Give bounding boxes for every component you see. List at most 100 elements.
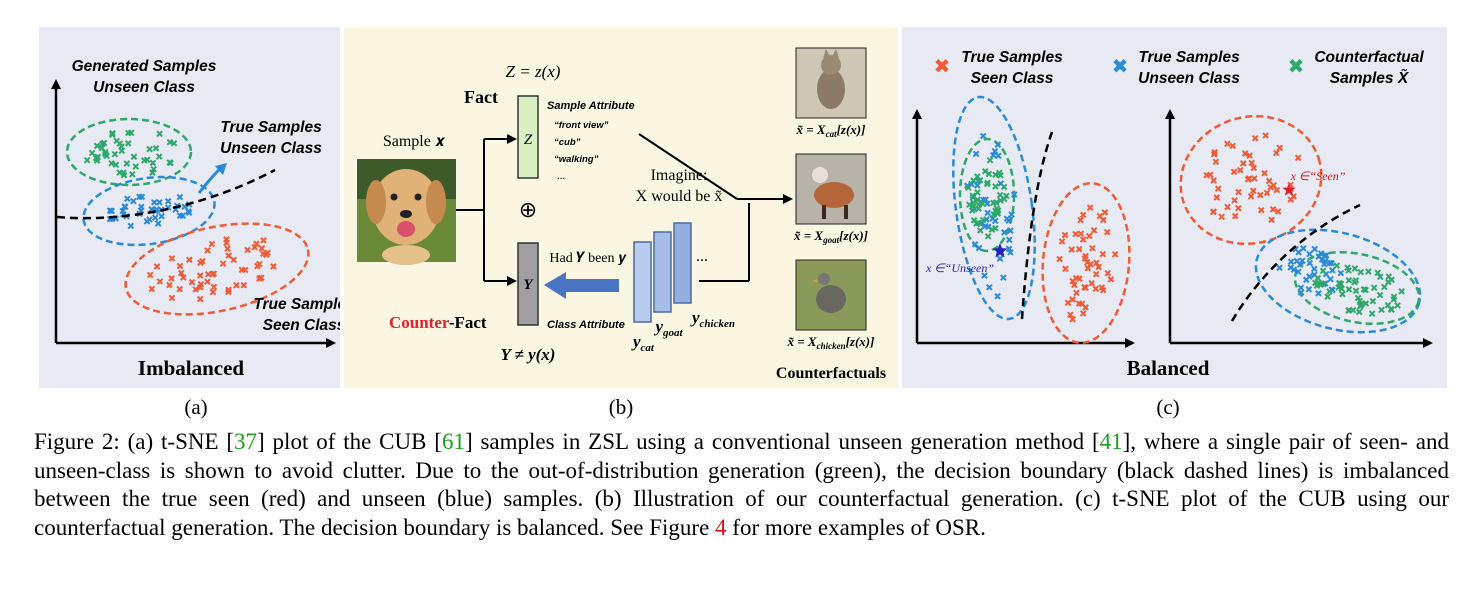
true-unseen-point [1306, 273, 1313, 280]
chicken-equation: x̃ = Xchicken[z(x)] [787, 334, 875, 351]
sublabel-a: (a) [184, 395, 208, 419]
panel-b-diagram: Z = z(x) Fact Sample 𝒙 [344, 27, 898, 388]
true-unseen-point [150, 199, 158, 206]
counterfactual-point [1357, 268, 1365, 276]
true-unseen-point [1010, 191, 1018, 198]
counterfactual-point [1345, 277, 1353, 284]
counterfactual-point [984, 179, 991, 187]
true-seen-point [1073, 289, 1080, 297]
counterfactual-point [974, 196, 981, 203]
true-seen-point [1276, 144, 1284, 152]
oplus-symbol: ⊕ [519, 197, 537, 222]
true-unseen-point [1327, 275, 1334, 283]
true-unseen-point [138, 203, 145, 211]
true-unseen-point [989, 151, 997, 159]
counterfactual-point [990, 199, 997, 207]
true-unseen-point [1296, 261, 1304, 268]
panel-c-plot: ✖ True Samples Seen Class ✖ True Samples… [902, 27, 1447, 388]
true-seen-point [1294, 154, 1302, 162]
legend-unseen-line1: True Samples [1138, 49, 1240, 66]
generated-label-line2: Unseen Class [93, 79, 195, 96]
true-unseen-point [1328, 259, 1335, 267]
true-unseen-point [1311, 245, 1318, 253]
counterfactual-point [981, 167, 989, 175]
true-seen-point [1213, 194, 1221, 201]
counterfactuals-label: Counterfactuals [776, 365, 886, 382]
true-seen-point [177, 269, 185, 277]
citation-37[interactable]: 37 [234, 429, 258, 454]
true-seen-point [1075, 245, 1083, 253]
generated-sample-point [141, 157, 148, 164]
generated-sample-point [111, 150, 119, 158]
true-unseen-point [176, 193, 184, 201]
true-seen-point [244, 246, 251, 254]
had-y-been-label: Had 𝒀 been 𝒚 [549, 251, 627, 266]
true-seen-point [1104, 269, 1112, 277]
x-axis-arrow [326, 338, 336, 348]
true-seen-point [1247, 193, 1255, 200]
true-unseen-point [982, 222, 989, 230]
true-seen-point [1210, 150, 1218, 158]
counterfactual-point [1351, 278, 1358, 286]
generated-sample-point [155, 153, 163, 160]
true-unseen-point [1276, 264, 1283, 272]
true-seen-point [1079, 310, 1087, 317]
true-seen-point [186, 256, 193, 264]
citation-61[interactable]: 61 [441, 429, 465, 454]
true-unseen-point [986, 283, 993, 291]
counterfactual-point [1376, 273, 1384, 281]
true-seen-point [1261, 169, 1268, 177]
cat-equation: x̃ = Xcat[z(x)] [796, 122, 866, 139]
true-seen-point [204, 270, 212, 278]
true-seen-point [259, 250, 267, 258]
counterfactual-point [976, 227, 984, 234]
true-unseen-point [138, 193, 146, 201]
true-seen-point [196, 295, 204, 303]
true-seen-point [176, 285, 184, 293]
true-unseen-point [127, 222, 135, 230]
sublabel-c: (c) [1156, 395, 1180, 419]
counterfactual-point [970, 177, 977, 184]
figure-caption: Figure 2: (a) t-SNE [37] plot of the CUB… [34, 428, 1449, 542]
true-seen-point [1079, 236, 1087, 243]
true-seen-point [233, 281, 240, 289]
counterfactual-point [1370, 284, 1378, 292]
true-unseen-point [994, 141, 1002, 148]
true-seen-point [1086, 204, 1094, 212]
true-seen-point [1224, 203, 1231, 211]
panel-a-plot: Generated Samples Unseen Class True Samp… [39, 27, 340, 388]
true-unseen-point [1329, 267, 1336, 274]
panel-c: ✖ True Samples Seen Class ✖ True Samples… [902, 27, 1447, 388]
true-unseen-point [1321, 257, 1329, 265]
true-seen-point [1234, 204, 1242, 212]
true-seen-point [219, 260, 227, 267]
legend-counterfactual-line1: Counterfactual [1314, 49, 1424, 66]
true-seen-point [256, 260, 263, 268]
panel-c-points [964, 132, 1405, 323]
counterfactual-point [1374, 269, 1382, 277]
right-x-axis-arrow [1423, 338, 1433, 348]
generated-sample-point [123, 160, 131, 167]
counterfactual-point [1352, 287, 1360, 295]
figure-4-link[interactable]: 4 [715, 514, 727, 540]
true-seen-point [1229, 142, 1237, 150]
counterfactual-point [1388, 306, 1395, 314]
true-seen-point [1249, 187, 1257, 195]
left-decision-boundary [1020, 131, 1054, 320]
counter-fact-label: Counter-Fact [389, 313, 487, 332]
counterfactual-point [969, 192, 977, 199]
generated-sample-point [113, 137, 120, 145]
sample-attribute-3: “walking” [554, 154, 599, 165]
panel-a: Generated Samples Unseen Class True Samp… [39, 27, 340, 388]
true-seen-point [210, 283, 218, 291]
z-box-label: Z [524, 132, 533, 148]
class-attribute-label: Class Attribute [547, 319, 625, 331]
true-seen-point [204, 247, 211, 254]
legend-unseen-marker: ✖ [1112, 54, 1129, 78]
citation-41[interactable]: 41 [1099, 429, 1123, 454]
true-seen-point [1084, 259, 1091, 266]
true-unseen-point [991, 217, 999, 225]
seen-sample-label: x ∈“Seen” [1290, 169, 1346, 183]
true-unseen-point [1326, 259, 1334, 267]
true-seen-point [1262, 132, 1269, 139]
